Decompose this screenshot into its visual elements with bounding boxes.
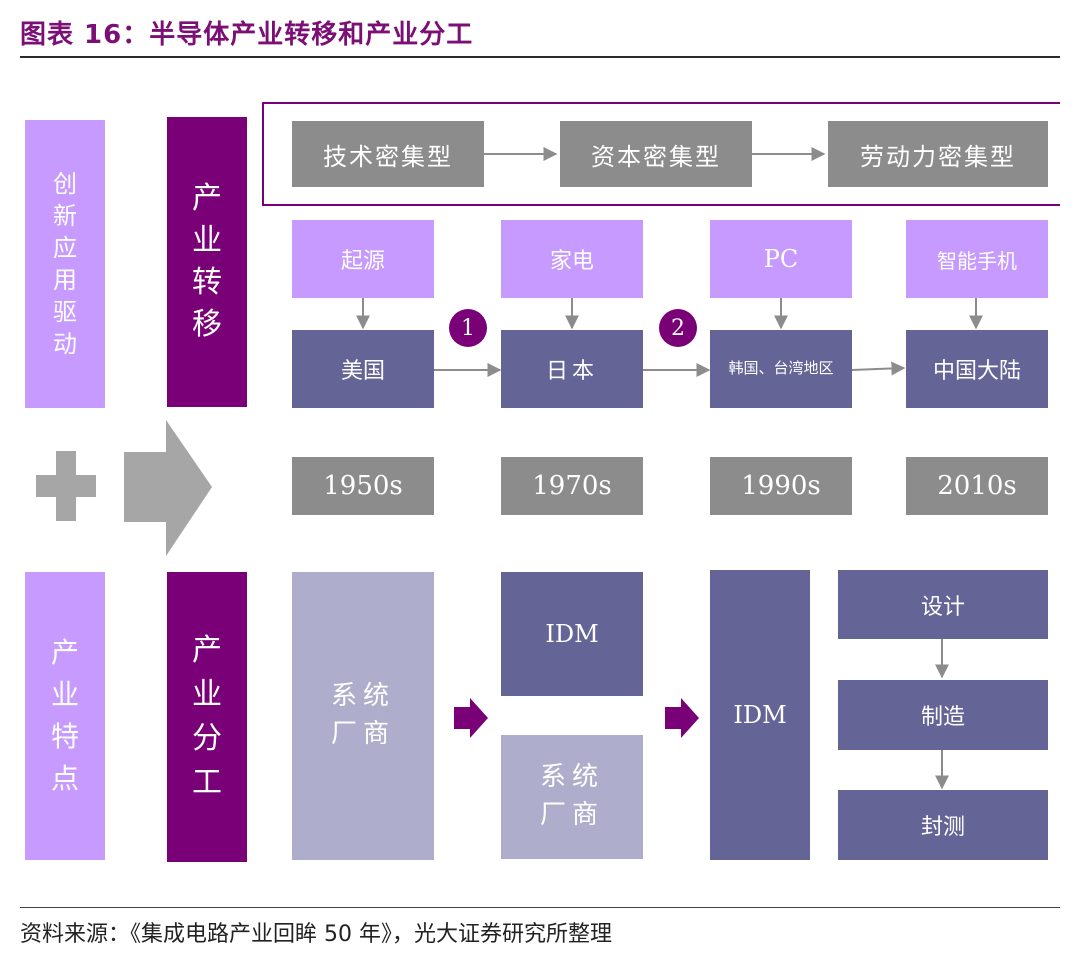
stage-labor-intensive: 劳动力密集型 xyxy=(828,121,1048,187)
step-packaging-testing: 封测 xyxy=(838,790,1048,860)
driver-smartphone: 智能手机 xyxy=(906,220,1048,298)
marker-1-circle xyxy=(449,309,487,347)
title-rule xyxy=(20,56,1060,58)
region-japan: 日本 xyxy=(501,330,643,408)
division-arrow-2 xyxy=(665,698,699,738)
label-industry-feature: 产 业 特 点 xyxy=(25,572,105,860)
year-1950s: 1950s xyxy=(292,457,434,515)
marker-1: 1 xyxy=(461,315,475,341)
region-arrow-3 xyxy=(851,361,906,376)
intensity-frame xyxy=(262,102,1060,206)
stage-technology-intensive: 技术密集型 xyxy=(292,121,484,187)
region-mainland-china: 中国大陆 xyxy=(906,330,1048,408)
division-idm-2: IDM xyxy=(710,570,810,860)
division-arrow-1 xyxy=(454,698,488,738)
marker-2-circle xyxy=(659,309,697,347)
label-industry-transfer: 产 业 转 移 xyxy=(167,117,247,407)
driver-home-appliance: 家电 xyxy=(501,220,643,298)
region-korea-taiwan: 韩国、台湾地区 xyxy=(710,330,852,408)
label-industry-division: 产 业 分 工 xyxy=(167,572,247,862)
division-system-vendor-2: 系统厂商 xyxy=(501,735,643,859)
division-idm-1: IDM xyxy=(501,572,643,696)
division-system-vendor-1: 系统厂商 xyxy=(292,572,434,860)
region-usa: 美国 xyxy=(292,330,434,408)
footer-rule xyxy=(20,907,1060,908)
figure-title: 图表 16：半导体产业转移和产业分工 xyxy=(20,20,474,50)
year-1990s: 1990s xyxy=(710,457,852,515)
year-2010s: 2010s xyxy=(906,457,1048,515)
label-innovation-driven: 创 新 应 用 驱 动 xyxy=(25,120,105,408)
driver-pc: PC xyxy=(710,220,852,298)
step-manufacturing: 制造 xyxy=(838,680,1048,750)
source-note: 资料来源：《集成电路产业回眸 50 年》，光大证券研究所整理 xyxy=(20,922,612,947)
step-design: 设计 xyxy=(838,570,1048,639)
plus-horizontal xyxy=(36,475,96,497)
marker-2: 2 xyxy=(671,315,685,341)
driver-origin: 起源 xyxy=(292,220,434,298)
stage-capital-intensive: 资本密集型 xyxy=(560,121,752,187)
year-1970s: 1970s xyxy=(501,457,643,515)
big-arrow xyxy=(124,420,212,556)
